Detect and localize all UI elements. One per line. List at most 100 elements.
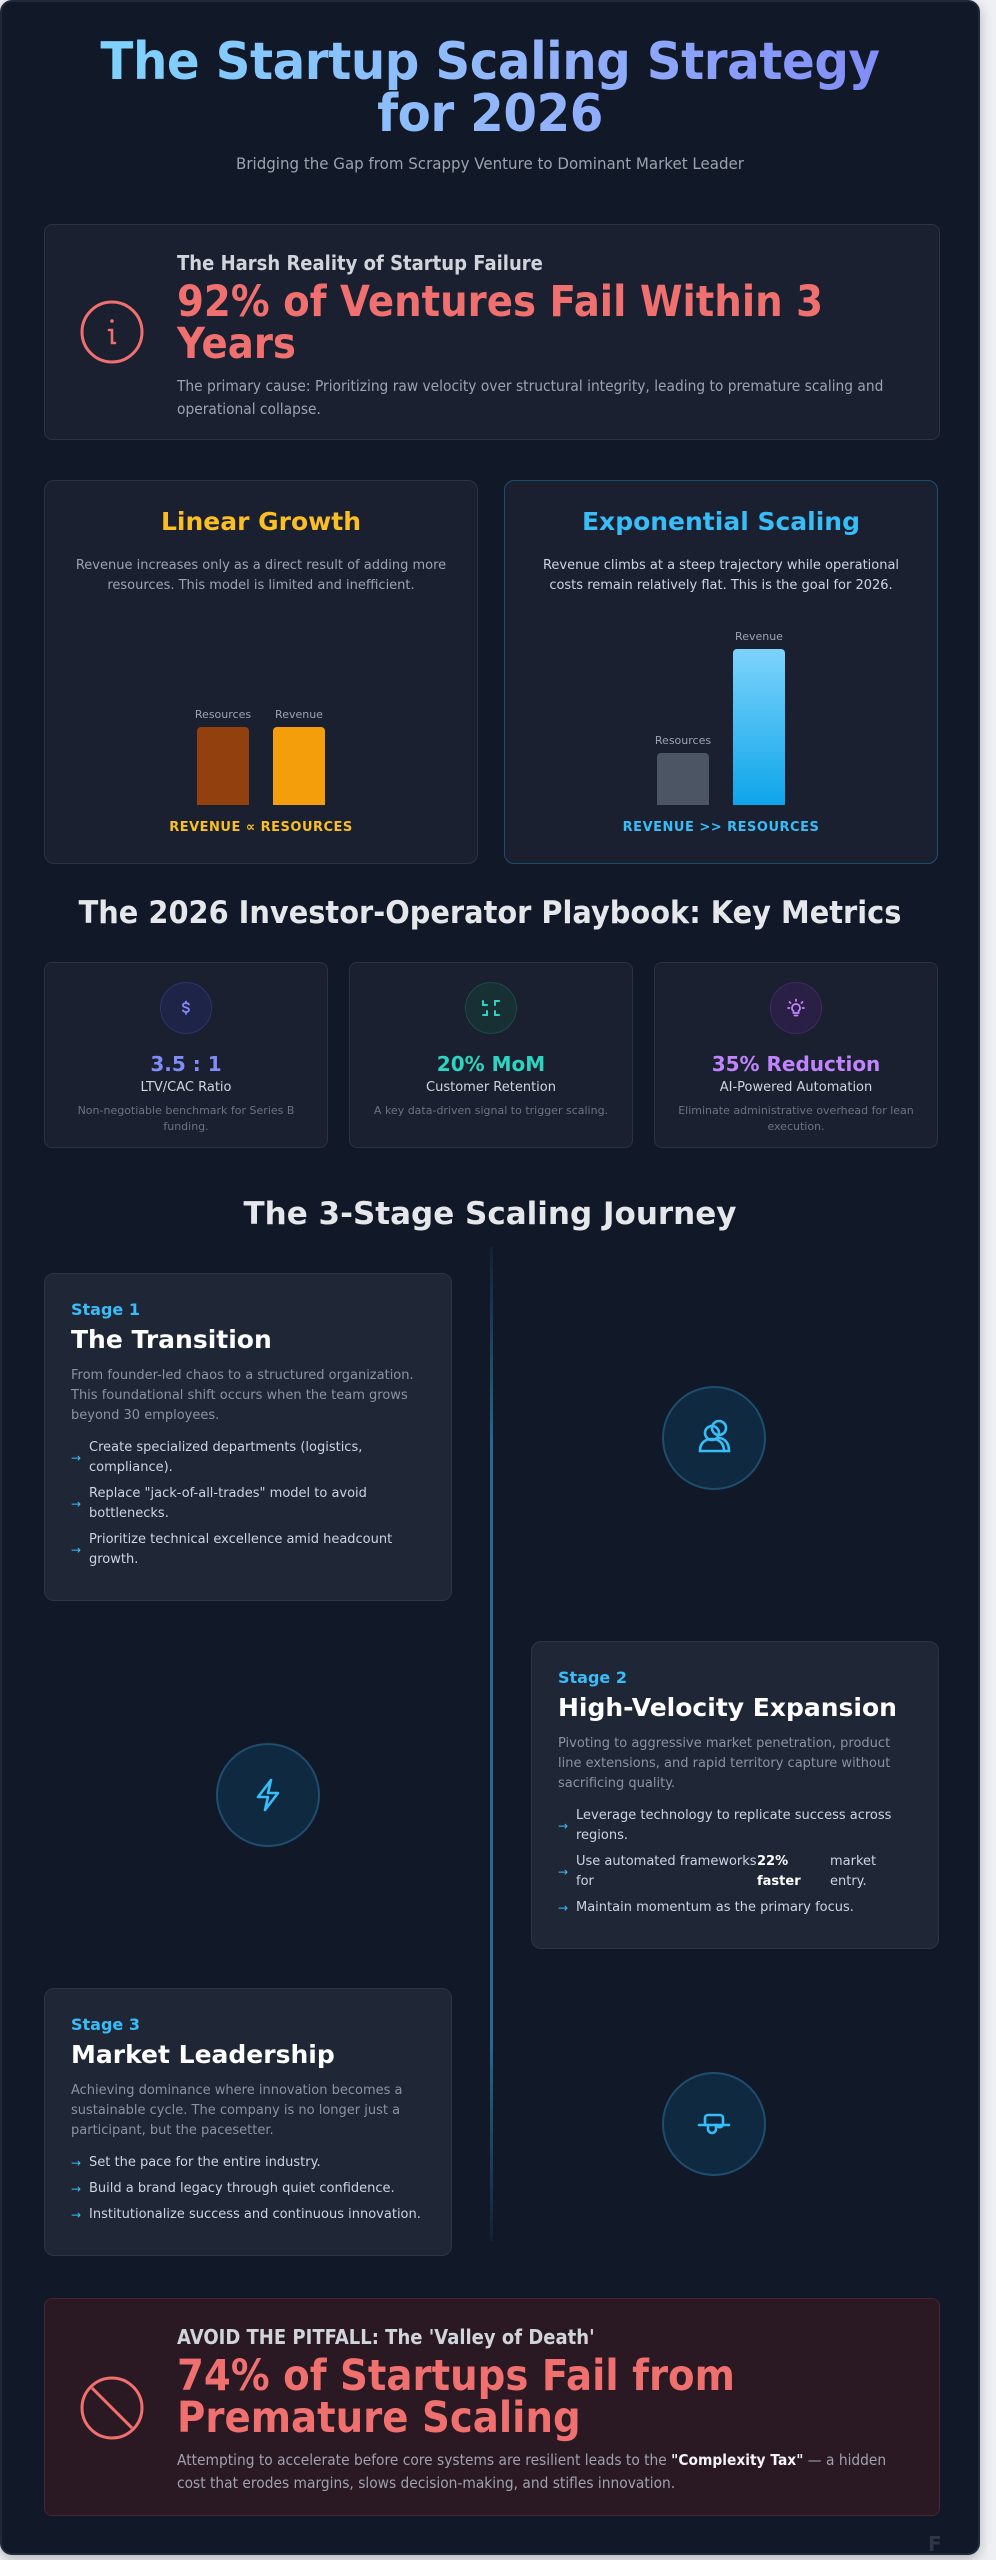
metric-label: Customer Retention — [426, 1080, 556, 1095]
compress-icon — [465, 982, 517, 1034]
list-item-text: Maintain momentum as the primary focus. — [576, 1900, 854, 1915]
stage-description: From founder-led chaos to a structured o… — [71, 1368, 414, 1423]
page-subtitle: Bridging the Gap from Scrappy Venture to… — [236, 154, 744, 173]
arrow-right-icon: → — [71, 1497, 82, 1511]
resources-bar — [197, 727, 249, 805]
stage-description: Pivoting to aggressive market penetratio… — [558, 1736, 891, 1791]
lightning-icon — [216, 1743, 320, 1847]
exponential-scaling-title: Exponential Scaling — [581, 507, 860, 536]
pitfall-kicker: AVOID THE PITFALL: The 'Valley of Death' — [177, 2325, 595, 2349]
arrow-right-icon: → — [71, 2156, 82, 2170]
lightbulb-icon — [770, 982, 822, 1034]
metric-value: 3.5 : 1 — [150, 1052, 222, 1076]
bar-label: Revenue — [735, 630, 783, 643]
list-item: → Create specialized departments (logisti… — [71, 1438, 425, 1478]
list-item: → Maintain momentum as the primary focus. — [558, 1898, 912, 1918]
stage-card-2: Stage 2 High-Velocity Expansion Pivoting… — [531, 1641, 939, 1949]
arrow-right-icon: → — [558, 1865, 569, 1879]
arrow-right-icon: → — [558, 1819, 569, 1833]
linear-growth-card: Linear Growth Revenue increases only as … — [44, 480, 478, 864]
bar-label: Resources — [194, 708, 252, 721]
metric-note: A key data-driven signal to trigger scal… — [373, 1104, 609, 1117]
exponential-scaling-chart: Resources Revenue — [505, 605, 937, 805]
page-title: The Startup Scaling Strategy for 2026 — [90, 36, 890, 140]
list-item-text: Build a brand legacy through quiet confi… — [89, 2181, 395, 2196]
stage-card-3: Stage 3 Market Leadership Achieving domi… — [44, 1988, 452, 2256]
complexity-tax-highlight: "Complexity Tax" — [671, 2451, 804, 2469]
bar-revenue: Revenue — [732, 630, 786, 805]
failure-stat-card: The Harsh Reality of Startup Failure 92%… — [44, 224, 940, 440]
resources-bar — [657, 753, 709, 805]
arrow-right-icon: → — [71, 2182, 82, 2196]
bar-resources: Resources — [654, 734, 712, 805]
metric-note: Non-negotiable benchmark for Series B fu… — [77, 1104, 295, 1133]
failure-headline: 92% of Ventures Fail Within 3 Years — [177, 277, 824, 369]
stage-number: Stage 2 — [558, 1668, 627, 1687]
list-item: → Prioritize technical excellence amid he… — [71, 1530, 425, 1570]
timeline-line — [490, 1247, 493, 2242]
failure-kicker: The Harsh Reality of Startup Failure — [177, 251, 543, 275]
list-item-text: Institutionalize success and continuous … — [89, 2207, 421, 2222]
metric-card-automation: 35% Reduction AI-Powered Automation Elim… — [654, 962, 938, 1148]
pitfall-text-part: — a hidden cost that erodes margins, slo… — [177, 2451, 887, 2492]
stage-card-1: Stage 1 The Transition From founder-led … — [44, 1273, 452, 1601]
exponential-scaling-formula: REVENUE >> RESOURCES — [622, 820, 820, 835]
list-item-text: Set the pace for the entire industry. — [89, 2155, 321, 2170]
arrow-right-icon: → — [71, 1543, 82, 1557]
metric-label: LTV/CAC Ratio — [140, 1080, 232, 1095]
revenue-bar — [733, 649, 785, 805]
pitfall-text: Attempting to accelerate before core sys… — [177, 2449, 904, 2495]
exponential-scaling-card: Exponential Scaling Revenue climbs at a … — [504, 480, 938, 864]
revenue-bar — [273, 727, 325, 805]
stage-number: Stage 3 — [71, 2015, 140, 2034]
list-item-text: Prioritize technical excellence amid hea… — [89, 1532, 393, 1567]
highlight-text: 22% faster — [757, 1854, 801, 1889]
stage-number: Stage 1 — [71, 1300, 140, 1319]
info-circle-icon — [80, 300, 144, 364]
list-item: → Replace "jack-of-all-trades" model to a… — [71, 1484, 425, 1524]
bar-resources: Resources — [194, 708, 252, 805]
pitfall-text-part: Attempting to accelerate before core sys… — [177, 2451, 672, 2469]
linear-growth-title: Linear Growth — [160, 507, 362, 536]
metric-card-ltv-cac: 3.5 : 1 LTV/CAC Ratio Non-negotiable ben… — [44, 962, 328, 1148]
bar-revenue: Revenue — [272, 708, 326, 805]
stage-title: Market Leadership — [71, 2040, 335, 2069]
linear-growth-formula: REVENUE ∝ RESOURCES — [169, 820, 353, 835]
dollar-icon — [160, 982, 212, 1034]
watermark-logo: F — [928, 2532, 942, 2555]
metrics-section-title: The 2026 Investor-Operator Playbook: Key… — [78, 895, 902, 931]
metric-note: Eliminate administrative overhead for le… — [678, 1104, 914, 1133]
arrow-right-icon: → — [71, 1451, 82, 1465]
pitfall-warning-card: AVOID THE PITFALL: The 'Valley of Death'… — [44, 2298, 940, 2516]
prohibited-icon — [80, 2376, 144, 2440]
metric-value: 35% Reduction — [711, 1052, 881, 1076]
arrow-right-icon: → — [71, 2208, 82, 2222]
users-icon — [662, 1386, 766, 1490]
list-item-text: Leverage technology to replicate success… — [576, 1808, 892, 1843]
crown-hat-icon — [662, 2072, 766, 2176]
list-item-text: Replace "jack-of-all-trades" model to av… — [89, 1486, 367, 1521]
list-item: → Set the pace for the entire industry. — [71, 2153, 425, 2173]
failure-text: The primary cause: Prioritizing raw velo… — [177, 377, 884, 418]
stage-checklist: → Set the pace for the entire industry. →… — [71, 2153, 425, 2225]
list-item: → Leverage technology to replicate succes… — [558, 1806, 912, 1846]
journey-section-title: The 3-Stage Scaling Journey — [243, 1196, 737, 1232]
list-item-text: Use automated frameworks for — [576, 1854, 757, 1889]
list-item-text: Create specialized departments (logistic… — [89, 1440, 363, 1475]
stage-checklist: → Create specialized departments (logisti… — [71, 1438, 425, 1570]
exponential-scaling-description: Revenue climbs at a steep trajectory whi… — [542, 558, 900, 593]
list-item: → Institutionalize success and continuous… — [71, 2205, 425, 2225]
pitfall-headline: 74% of Startups Fail from Premature Scal… — [177, 2351, 735, 2443]
stage-checklist: → Leverage technology to replicate succes… — [558, 1806, 912, 1918]
bar-label: Revenue — [275, 708, 323, 721]
hero-header: The Startup Scaling Strategy for 2026 Br… — [2, 36, 978, 173]
list-item: → Build a brand legacy through quiet conf… — [71, 2179, 425, 2199]
stage-title: The Transition — [71, 1325, 272, 1354]
list-item-text: market entry. — [830, 1854, 877, 1889]
metric-label: AI-Powered Automation — [719, 1080, 873, 1095]
arrow-right-icon: → — [558, 1901, 569, 1915]
metric-card-retention: 20% MoM Customer Retention A key data-dr… — [349, 962, 633, 1148]
bar-label: Resources — [654, 734, 712, 747]
